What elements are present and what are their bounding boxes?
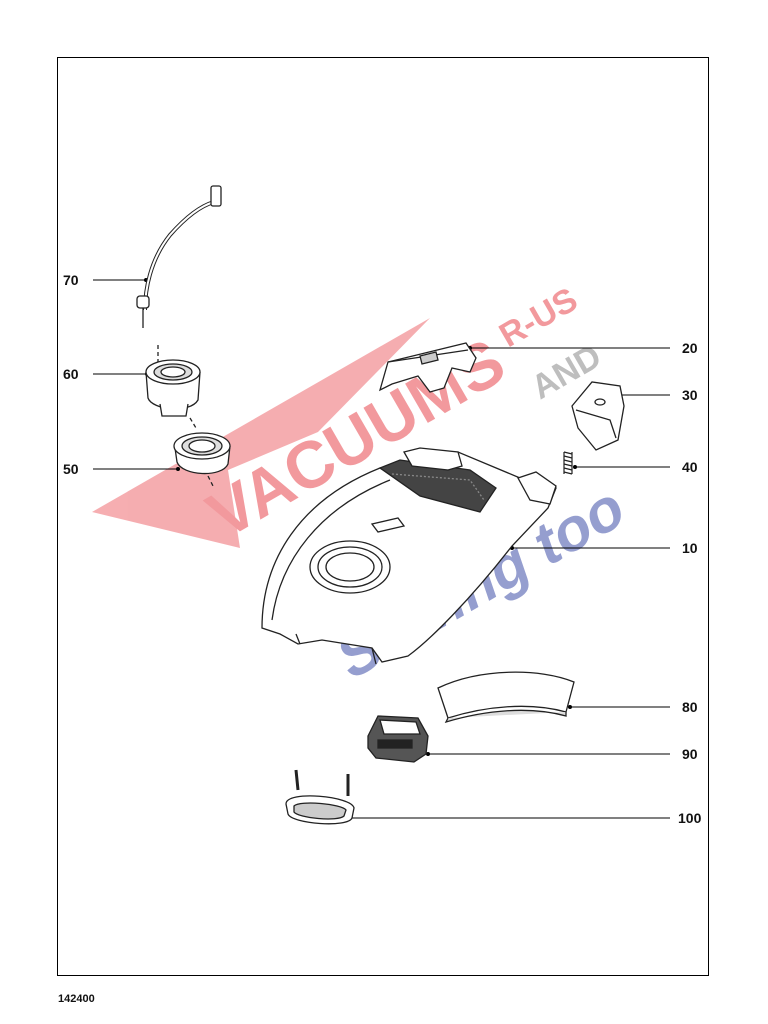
diagram-frame [57,57,709,976]
part-60-ring-top [145,345,201,417]
callout-60: 60 [63,366,79,382]
callout-100: 100 [678,810,702,826]
callout-10: 10 [682,540,698,556]
callout-50: 50 [63,461,79,477]
callout-20: 20 [682,340,698,356]
part-30-button-cap [571,381,625,451]
part-90-latch [367,715,429,763]
part-40-spring [563,451,573,475]
callout-90: 90 [682,746,698,762]
callout-40: 40 [682,459,698,475]
callout-30: 30 [682,387,698,403]
part-50-ring-bottom [173,417,231,489]
watermark-red-swoosh [92,318,430,548]
page-number: 142400 [58,993,95,1005]
leader-lines [93,279,670,819]
callout-70: 70 [63,272,79,288]
part-80-strip [437,671,575,724]
part-10-main-cover [261,447,557,665]
callout-80: 80 [682,699,698,715]
part-70-tube [136,185,222,328]
part-100-handle [285,769,355,825]
part-20-latch-cover [378,342,477,393]
watermark-rus-text: R-US [493,280,584,354]
